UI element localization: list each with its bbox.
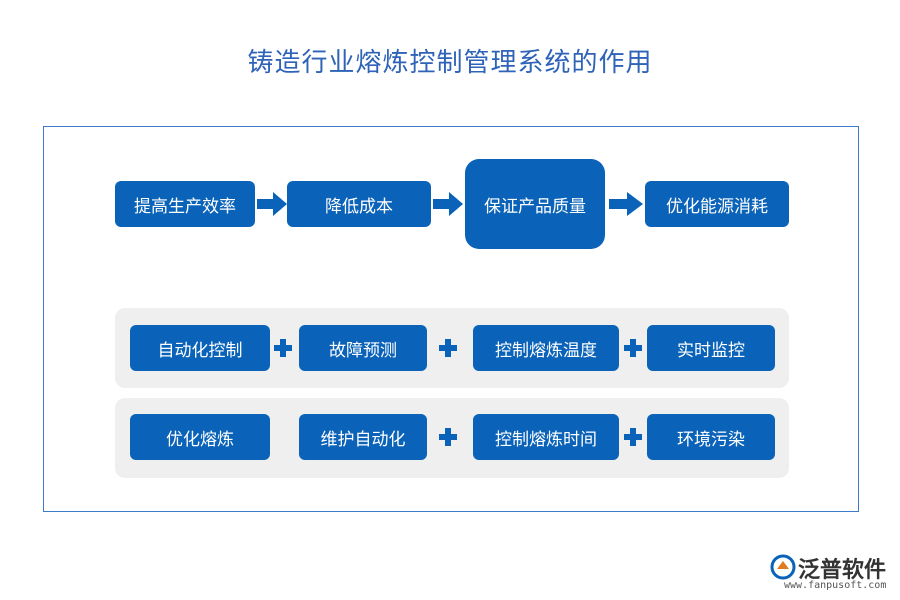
brand-logo: 泛普软件 www.fanpusoft.com bbox=[770, 552, 900, 600]
plus-icon bbox=[624, 428, 642, 446]
feature-box-auto-control: 自动化控制 bbox=[130, 325, 270, 371]
plus-icon bbox=[274, 339, 292, 357]
flow-box-efficiency: 提高生产效率 bbox=[115, 181, 255, 227]
feature-box-maintenance: 维护自动化 bbox=[299, 414, 427, 460]
plus-icon bbox=[439, 339, 457, 357]
flow-box-cost: 降低成本 bbox=[287, 181, 431, 227]
page-title: 铸造行业熔炼控制管理系统的作用 bbox=[247, 48, 653, 78]
plus-icon bbox=[439, 428, 457, 446]
feature-box-monitoring: 实时监控 bbox=[647, 325, 775, 371]
arrow-right-icon bbox=[257, 192, 287, 216]
diagram-frame bbox=[43, 126, 859, 512]
flow-box-quality: 保证产品质量 bbox=[465, 159, 605, 249]
feature-box-optimize-smelting: 优化熔炼 bbox=[130, 414, 270, 460]
arrow-right-icon bbox=[433, 192, 463, 216]
logo-url: www.fanpusoft.com bbox=[784, 580, 887, 591]
feature-box-time-control: 控制熔炼时间 bbox=[473, 414, 619, 460]
feature-box-fault-prediction: 故障预测 bbox=[299, 325, 427, 371]
plus-icon bbox=[624, 339, 642, 357]
feature-box-environment: 环境污染 bbox=[647, 414, 775, 460]
arrow-right-icon bbox=[609, 192, 643, 216]
feature-box-temp-control: 控制熔炼温度 bbox=[473, 325, 619, 371]
logo-mark-icon bbox=[770, 554, 796, 580]
flow-box-energy: 优化能源消耗 bbox=[645, 181, 789, 227]
logo-name: 泛普软件 bbox=[798, 558, 887, 583]
